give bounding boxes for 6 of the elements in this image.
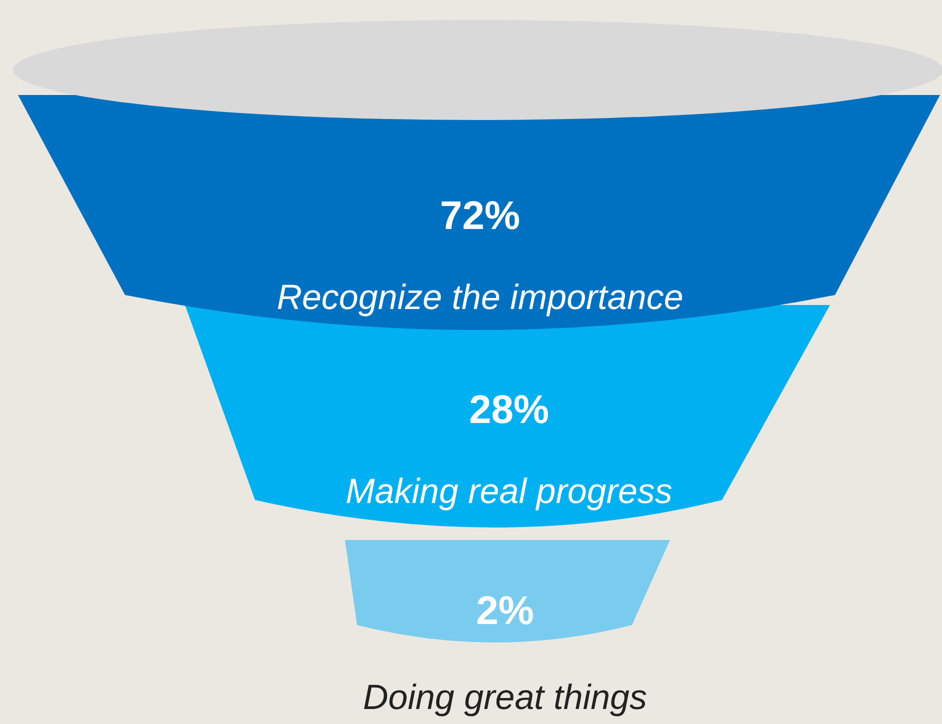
percentage-value: 28%: [468, 387, 550, 433]
percentage-value: 72%: [438, 193, 522, 239]
stage-label: Recognize the importance: [276, 278, 684, 318]
percentage-value: 2%: [475, 588, 535, 634]
stage-label: Making real progress: [344, 472, 674, 512]
stage-label: Doing great things: [362, 678, 648, 718]
